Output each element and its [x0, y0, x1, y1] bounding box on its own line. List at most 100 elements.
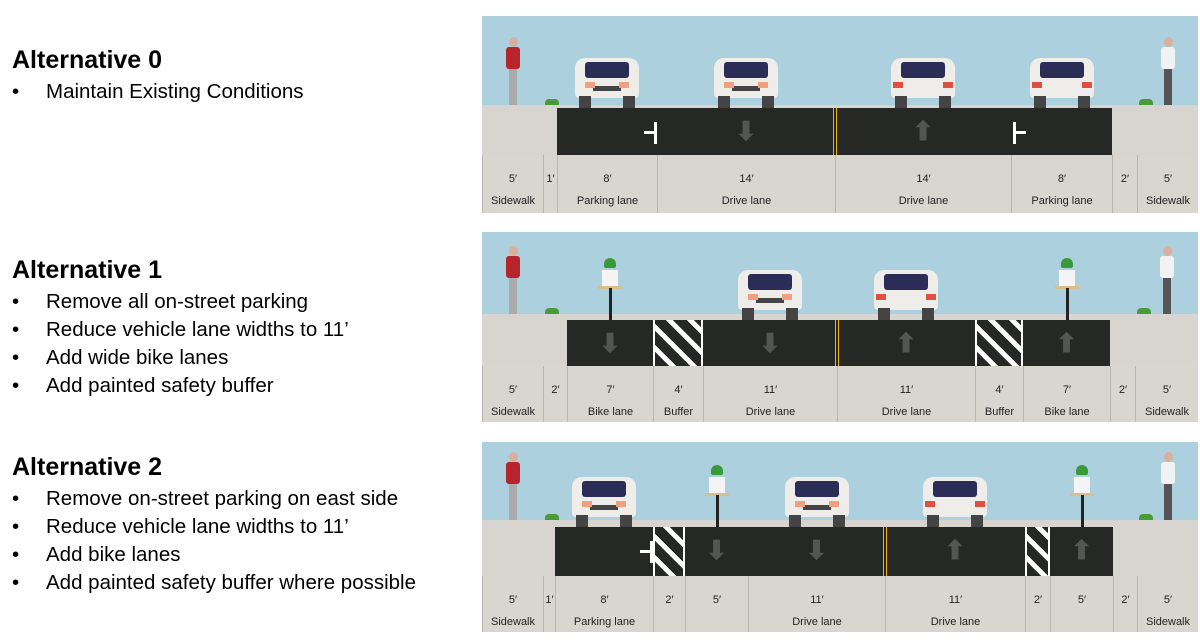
segment-width: 5′	[508, 594, 518, 606]
wheel	[609, 288, 612, 320]
segment-name: Parking lane	[576, 195, 639, 207]
head	[1163, 452, 1173, 462]
pedestrian-icon	[1160, 37, 1176, 107]
segment-name: Drive lane	[745, 406, 796, 418]
segment-label: 2′	[1113, 576, 1137, 632]
headlight	[582, 501, 592, 507]
taillight	[975, 501, 985, 507]
helmet	[1060, 258, 1073, 268]
painted-buffer	[1025, 527, 1050, 576]
torso	[1058, 270, 1075, 286]
yellow-centerline	[835, 320, 839, 366]
segment-label: 5′	[685, 576, 748, 632]
taillight	[925, 501, 935, 507]
tire	[1033, 96, 1046, 108]
painted-buffer	[653, 527, 685, 576]
alternative-2: Alternative 2 Remove on-street parking o…	[12, 453, 416, 597]
wheel	[1080, 495, 1084, 527]
segment-name: Drive lane	[898, 195, 949, 207]
segment-label: 11′ Drive lane	[703, 366, 837, 422]
car-rear-icon	[919, 469, 991, 527]
bullet: Reduce vehicle lane widths to 11’	[12, 316, 349, 344]
torso	[505, 256, 520, 278]
segment-width: 2′	[1033, 594, 1043, 606]
parking-tick-mark	[641, 541, 653, 563]
legs	[508, 278, 517, 314]
car-window	[794, 481, 839, 497]
segment-label: 5′	[1050, 576, 1113, 632]
arrow-up-icon: ⬆	[944, 535, 966, 565]
bullet: Remove all on-street parking	[12, 288, 349, 316]
segment-width: 4′	[995, 384, 1004, 396]
headlight	[585, 82, 595, 88]
torso	[505, 47, 520, 69]
segment-name: Buffer	[984, 406, 1015, 418]
wheel	[715, 495, 719, 527]
segment-width: 5′	[508, 173, 518, 185]
legs	[508, 69, 517, 105]
segment-width: 11′	[763, 384, 778, 396]
arrow-up-icon: ⬆	[1055, 328, 1078, 358]
legs	[1162, 278, 1171, 314]
car-grill	[590, 505, 618, 510]
segment-label: 11′Drive lane	[885, 576, 1025, 632]
legs	[1163, 69, 1172, 105]
shrub-icon	[1137, 308, 1151, 314]
segment-width: 8′	[1057, 173, 1067, 185]
car-window	[933, 481, 977, 497]
segment-label: 1′	[543, 576, 555, 632]
segment-width: 1′	[546, 173, 555, 185]
head	[508, 246, 518, 256]
head	[508, 37, 518, 47]
cyclist-icon	[1069, 465, 1094, 527]
pedestrian-icon	[505, 37, 521, 107]
cyclist-icon	[1054, 258, 1079, 320]
bullet: Remove on-street parking on east side	[12, 485, 416, 513]
taillight	[893, 82, 903, 88]
taillight	[876, 294, 886, 300]
segment-width: 2′	[551, 384, 560, 396]
segment-width: 5′	[1077, 594, 1087, 606]
segment-label: 8′Parking lane	[557, 155, 657, 213]
head	[1162, 246, 1172, 256]
shrub-icon	[1139, 514, 1153, 520]
car-rear-icon	[1026, 50, 1098, 108]
parking-tick-mark	[1013, 122, 1026, 144]
car-grill	[802, 505, 831, 510]
car-grill	[756, 298, 784, 303]
tire	[788, 515, 801, 527]
segment-width: 5′	[1163, 594, 1173, 606]
arrow-up-icon: ⬆	[1070, 535, 1093, 565]
alternative-title: Alternative 0	[12, 46, 163, 74]
segment-name: Bike lane	[1044, 406, 1090, 418]
segment-name: Drive lane	[721, 195, 772, 207]
segment-width: 2′	[1120, 173, 1130, 185]
segment-width: 2′	[665, 594, 674, 606]
legs	[508, 484, 517, 520]
car-window	[1039, 62, 1084, 78]
segment-label: 11′Drive lane	[748, 576, 885, 632]
segment-width: 1′	[545, 594, 554, 606]
headlight	[616, 501, 626, 507]
bullet: Add painted safety buffer	[12, 372, 349, 400]
head	[508, 452, 518, 462]
segment-width: 2′	[1121, 594, 1130, 606]
alternative-title: Alternative 2	[12, 453, 163, 481]
segment-name: Bike lane	[587, 406, 634, 418]
tire	[939, 96, 951, 108]
segment-label: 1′	[543, 155, 557, 213]
car-window	[884, 274, 928, 290]
headlight	[619, 82, 629, 88]
segment-width: 2′	[1118, 384, 1128, 396]
tire	[576, 515, 588, 527]
segment-label: 14′Drive lane	[657, 155, 835, 213]
headlight	[724, 82, 734, 88]
segment-name: Buffer	[663, 406, 694, 418]
tire	[762, 96, 774, 108]
arrow-down-icon: ⬇	[599, 328, 621, 358]
segment-name: Sidewalk	[1145, 195, 1191, 207]
segment-label: 2′	[653, 576, 685, 632]
segment-width: 11′	[810, 594, 824, 606]
